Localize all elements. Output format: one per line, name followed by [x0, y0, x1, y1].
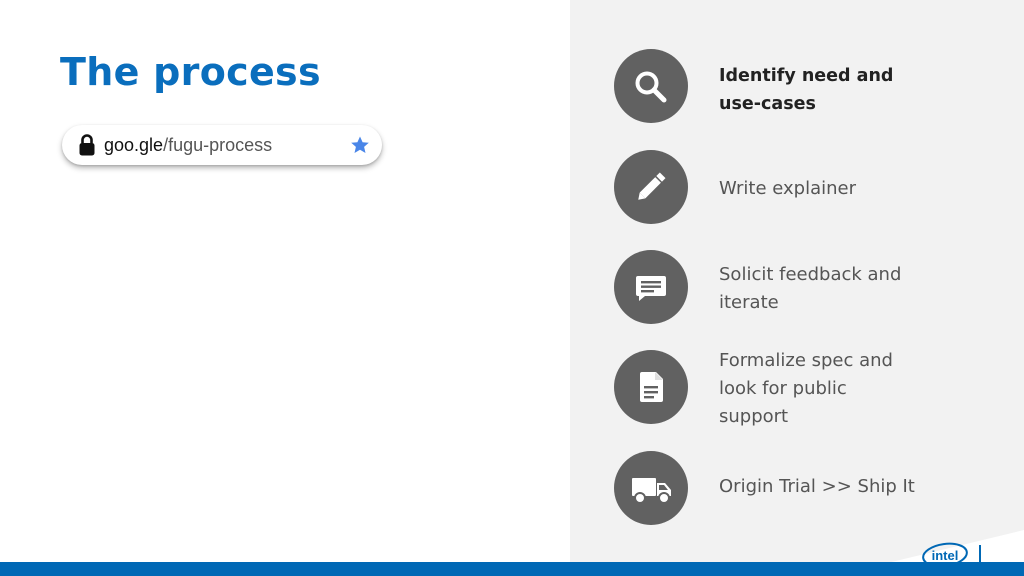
- slide-title: The process: [60, 50, 321, 94]
- step-2-label-line-1: Write explainer: [719, 178, 856, 199]
- lock-icon: [79, 134, 95, 156]
- url-path: /fugu-process: [163, 135, 273, 155]
- step-4-label-line-2: look for public: [719, 378, 847, 399]
- step-2-icon-circle: [614, 150, 688, 224]
- step-1-icon-circle: [614, 49, 688, 123]
- star-icon[interactable]: [350, 135, 370, 155]
- footer-bar: [0, 562, 1024, 576]
- step-3-label: Solicit feedback and iterate: [719, 261, 929, 317]
- url-domain: goo.gle: [104, 135, 164, 155]
- step-4-label: Formalize spec and look for public suppo…: [719, 347, 929, 431]
- step-3-label-line-1: Solicit feedback and: [719, 264, 902, 285]
- pencil-icon: [638, 172, 666, 200]
- truck-icon: [632, 478, 671, 504]
- step-5-icon-circle: [614, 451, 688, 525]
- step-1-label-line-2: use-cases: [719, 94, 816, 114]
- step-3-icon-circle: [614, 250, 688, 324]
- search-icon: [635, 71, 667, 103]
- url-bar[interactable]: goo.gle/fugu-process: [62, 125, 382, 165]
- logo-divider: [979, 545, 981, 563]
- comment-icon: [636, 276, 666, 301]
- intel-logo-wordmark: intel: [932, 548, 959, 563]
- step-4-label-line-1: Formalize spec and: [719, 350, 893, 371]
- step-5-label: Origin Trial >> Ship It: [719, 473, 929, 501]
- document-icon: [640, 372, 663, 402]
- step-4-icon-circle: [614, 350, 688, 424]
- intel-logo: intel: [922, 542, 968, 568]
- step-1-label-line-1: Identify need and: [719, 66, 894, 86]
- step-4-label-line-3: support: [719, 406, 789, 427]
- step-1-label: Identify need and use-cases: [719, 62, 929, 118]
- left-pane: [0, 0, 570, 562]
- step-2-label: Write explainer: [719, 175, 929, 203]
- step-5-label-line-1: Origin Trial >> Ship It: [719, 476, 915, 497]
- step-3-label-line-2: iterate: [719, 292, 779, 313]
- url-text[interactable]: goo.gle/fugu-process: [104, 135, 272, 156]
